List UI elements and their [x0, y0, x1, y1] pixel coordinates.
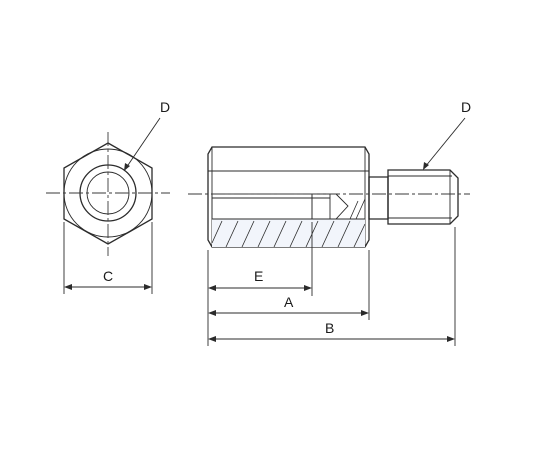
section-hatch-area	[212, 219, 365, 247]
e-label: E	[254, 268, 263, 284]
stud-neck	[368, 176, 389, 220]
c-label: C	[103, 268, 113, 284]
e-arrow-left	[208, 285, 216, 291]
b-label: B	[325, 320, 334, 336]
front-view: D C	[46, 99, 170, 294]
c-arrow-right	[144, 284, 152, 290]
side-d-label: D	[461, 99, 471, 115]
a-arrow-right	[361, 310, 369, 316]
side-d-leader	[424, 117, 466, 168]
side-d-arrow	[423, 162, 429, 170]
e-arrow-right	[304, 285, 312, 291]
side-view: D E A B	[188, 99, 471, 346]
a-label: A	[284, 294, 294, 310]
front-d-leader	[125, 117, 161, 169]
front-d-label: D	[160, 99, 170, 115]
a-arrow-left	[208, 310, 216, 316]
c-arrow-left	[64, 284, 72, 290]
b-arrow-right	[447, 336, 455, 342]
front-d-arrow	[124, 163, 130, 171]
stud-thread	[387, 169, 459, 225]
b-arrow-left	[208, 336, 216, 342]
